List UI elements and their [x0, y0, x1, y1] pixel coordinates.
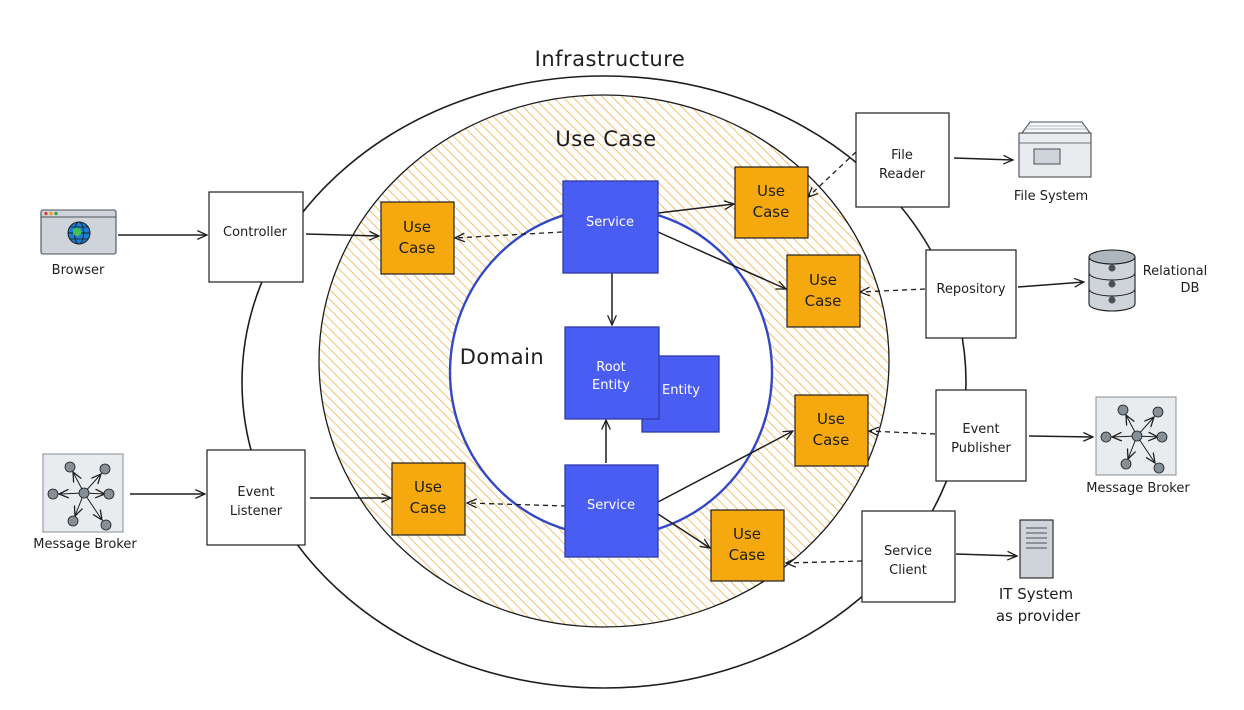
filereader-to-filesystem-arrow [953, 158, 1013, 160]
use-case-right-3: Use Case [794, 394, 869, 467]
message-broker-left-label: Message Broker [33, 537, 137, 552]
service-bottom-label: Service [587, 498, 635, 513]
use-case-left-bottom: Use Case [391, 462, 466, 536]
serviceclient-to-usecase-dashed [786, 561, 863, 563]
repository-box: Repository [925, 249, 1017, 339]
message-broker-right-icon [1095, 396, 1177, 476]
browser-globe-icon [40, 209, 117, 255]
controller-to-usecase-arrow [305, 234, 379, 236]
server-icon [1019, 519, 1054, 579]
it-system-label-line2: as provider [996, 607, 1081, 625]
svg-text:Case: Case [729, 546, 766, 564]
svg-text:Case: Case [399, 239, 436, 257]
publisher-to-broker-arrow [1028, 436, 1093, 437]
relational-db-label-line1: Relational [1143, 264, 1208, 279]
root-entity-label-line1: Root [596, 360, 625, 375]
svg-text:Use: Use [817, 410, 845, 428]
svg-text:Use: Use [733, 525, 761, 543]
use-case-ring-label: Use Case [555, 127, 656, 151]
repository-to-usecase-dashed [860, 289, 926, 292]
svg-text:Publisher: Publisher [951, 441, 1011, 456]
infrastructure-ring [241, 75, 967, 689]
service-top-box: Service [562, 180, 659, 274]
svg-text:Listener: Listener [230, 504, 283, 519]
svg-text:Case: Case [805, 292, 842, 310]
dashed-connectors [455, 151, 936, 563]
use-case-right-1: Use Case [734, 166, 809, 239]
root-entity-box: Root Entity [564, 326, 660, 420]
svg-text:Service: Service [884, 544, 932, 559]
svg-text:File: File [891, 148, 913, 163]
message-broker-right-label: Message Broker [1086, 481, 1190, 496]
svg-text:Use: Use [403, 218, 431, 236]
root-entity-label-line2: Entity [592, 378, 630, 393]
svg-text:Client: Client [889, 563, 927, 578]
svg-text:Use: Use [809, 271, 837, 289]
file-system-label: File System [1014, 189, 1088, 204]
svg-text:Event: Event [962, 422, 999, 437]
controller-box: Controller [208, 191, 304, 283]
database-icon [1088, 249, 1136, 312]
relational-db-label-line2: DB [1181, 281, 1200, 296]
service-to-usecase-r3-arrow [657, 431, 793, 503]
use-case-right-4: Use Case [710, 509, 785, 582]
svg-text:Use: Use [757, 182, 785, 200]
service-bottom-box: Service [564, 464, 659, 558]
use-case-left-top: Use Case [380, 201, 455, 275]
entity-label: Entity [662, 383, 700, 398]
filereader-to-usecase-dashed [808, 151, 857, 197]
service-to-usecase-r1-arrow [657, 204, 734, 214]
svg-text:Case: Case [410, 499, 447, 517]
svg-text:Event: Event [237, 485, 274, 500]
file-reader-box: File Reader [855, 112, 950, 208]
service-to-usecase-r2-arrow [657, 231, 786, 290]
infrastructure-label: Infrastructure [535, 47, 686, 71]
use-case-right-2: Use Case [786, 254, 861, 328]
serviceclient-to-itsystem-arrow [955, 554, 1017, 556]
event-listener-box: Event Listener [206, 449, 306, 546]
svg-text:Case: Case [753, 203, 790, 221]
service-client-box: Service Client [861, 510, 956, 603]
file-cabinet-icon [1018, 121, 1092, 178]
message-broker-left-icon [42, 453, 124, 533]
browser-label: Browser [52, 263, 105, 278]
svg-text:Repository: Repository [936, 282, 1005, 297]
service-top-label: Service [586, 215, 634, 230]
event-publisher-box: Event Publisher [935, 389, 1027, 482]
service-bottom-to-left-usecase-dashed [467, 503, 567, 506]
domain-label: Domain [460, 345, 545, 369]
svg-text:Case: Case [813, 431, 850, 449]
publisher-to-usecase-dashed [869, 431, 936, 434]
svg-text:Reader: Reader [879, 167, 926, 182]
it-system-label-line1: IT System [999, 585, 1073, 603]
svg-text:Use: Use [414, 478, 442, 496]
connectors [118, 158, 1093, 556]
repository-to-db-arrow [1017, 282, 1084, 288]
svg-text:Controller: Controller [223, 225, 288, 240]
service-to-usecase-r4-arrow [657, 513, 710, 548]
